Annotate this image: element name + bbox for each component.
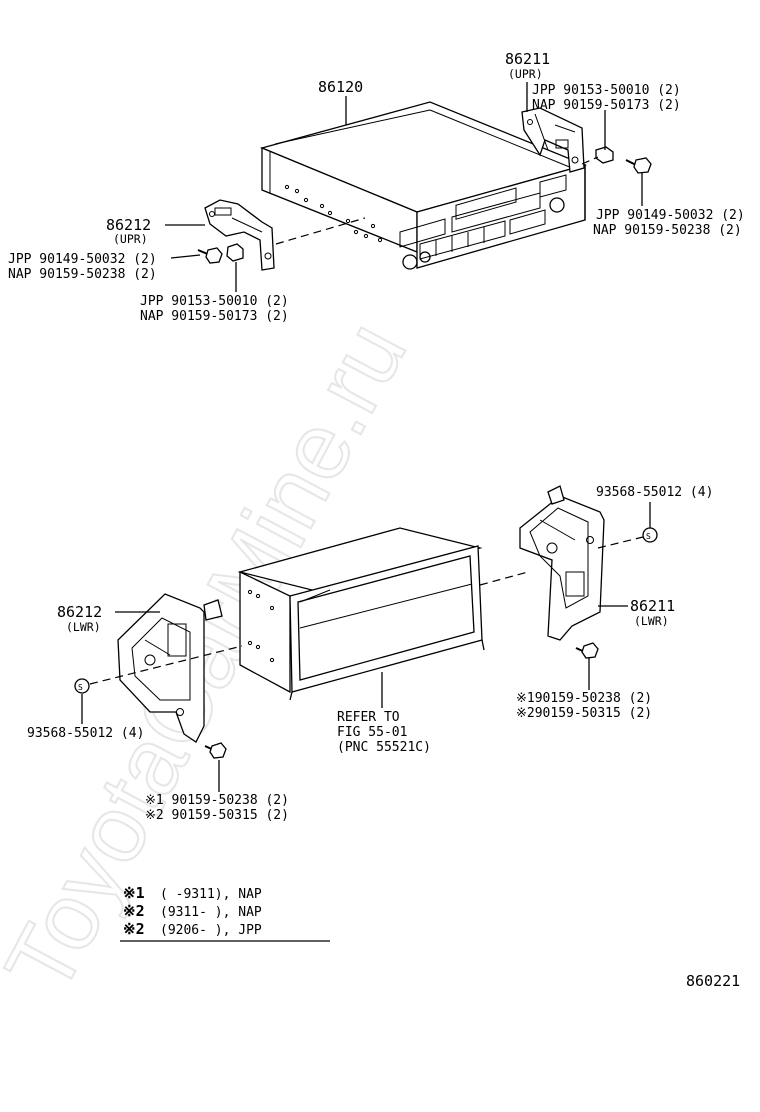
legend-text-3: (9206- ), JPP xyxy=(160,923,262,938)
bolt-label-left-nap: NAP 90159-50238 (2) xyxy=(8,267,157,282)
refer-line-3: (PNC 55521C) xyxy=(337,740,431,755)
legend-mark-2: ※2 xyxy=(123,902,145,920)
bracket-86211-lwr xyxy=(519,485,605,641)
screw-lwr-right: S xyxy=(642,527,658,543)
bracket-86212-upr xyxy=(204,199,275,271)
part-label-86120: 86120 xyxy=(318,78,363,96)
diagram-number: 860221 xyxy=(686,972,740,990)
screw-label-right: 93568-55012 (4) xyxy=(596,485,713,500)
legend-text-2: (9311- ), NAP xyxy=(160,905,262,920)
bolt-lwr-right xyxy=(575,642,599,659)
nut-label-nap: NAP 90159-50173 (2) xyxy=(532,98,681,113)
svg-text:S: S xyxy=(646,532,651,541)
part-label-86211-lwr: 86211 xyxy=(630,597,675,615)
position-label-lwr-left: (LWR) xyxy=(66,620,101,634)
svg-text:S: S xyxy=(78,683,83,692)
screw-lwr-left: S xyxy=(74,678,90,694)
bolt-label-nap: NAP 90159-50238 (2) xyxy=(593,223,742,238)
bracket-86212-lwr xyxy=(117,593,223,743)
bolt-label-left-jpp: JPP 90149-50032 (2) xyxy=(8,252,157,267)
position-label-upr: (UPR) xyxy=(508,67,543,81)
part-label-86212-upr: 86212 xyxy=(106,216,151,234)
nut-label-jpp: JPP 90153-50010 (2) xyxy=(532,83,681,98)
part-label-86212-lwr: 86212 xyxy=(57,603,102,621)
pocket-box-illustration xyxy=(237,527,485,701)
legend: ※1 ( -9311), NAP ※2 (9311- ), NAP ※2 (92… xyxy=(120,884,330,942)
position-label-upr-left: (UPR) xyxy=(113,232,148,246)
radio-receiver-illustration xyxy=(259,101,588,270)
legend-text-1: ( -9311), NAP xyxy=(160,887,262,902)
bolt-label-jpp: JPP 90149-50032 (2) xyxy=(596,208,745,223)
bolt-label-right-2: ※290159-50315 (2) xyxy=(516,706,652,721)
refer-line-1: REFER TO xyxy=(337,710,400,725)
bolt-lwr-left xyxy=(204,742,227,759)
bolt-label-left-1: ※1 90159-50238 (2) xyxy=(145,793,289,808)
part-label-86211-upr: 86211 xyxy=(505,50,550,68)
screw-label-left: 93568-55012 (4) xyxy=(27,726,144,741)
position-label-lwr-right: (LWR) xyxy=(634,614,669,628)
legend-mark-3: ※2 xyxy=(123,920,145,938)
bolt-label-left-2: ※2 90159-50315 (2) xyxy=(145,808,289,823)
legend-mark-1: ※1 xyxy=(123,884,145,902)
nut-label-left-nap: NAP 90159-50173 (2) xyxy=(140,309,289,324)
nut-label-left-jpp: JPP 90153-50010 (2) xyxy=(140,294,289,309)
bolt-label-right-1: ※190159-50238 (2) xyxy=(516,691,652,706)
bolt-upr-left xyxy=(197,247,223,264)
bracket-86211-upr xyxy=(521,107,585,173)
bolt-upr-right xyxy=(625,157,652,174)
nut-upr-left xyxy=(226,243,244,262)
refer-line-2: FIG 55-01 xyxy=(337,725,407,740)
